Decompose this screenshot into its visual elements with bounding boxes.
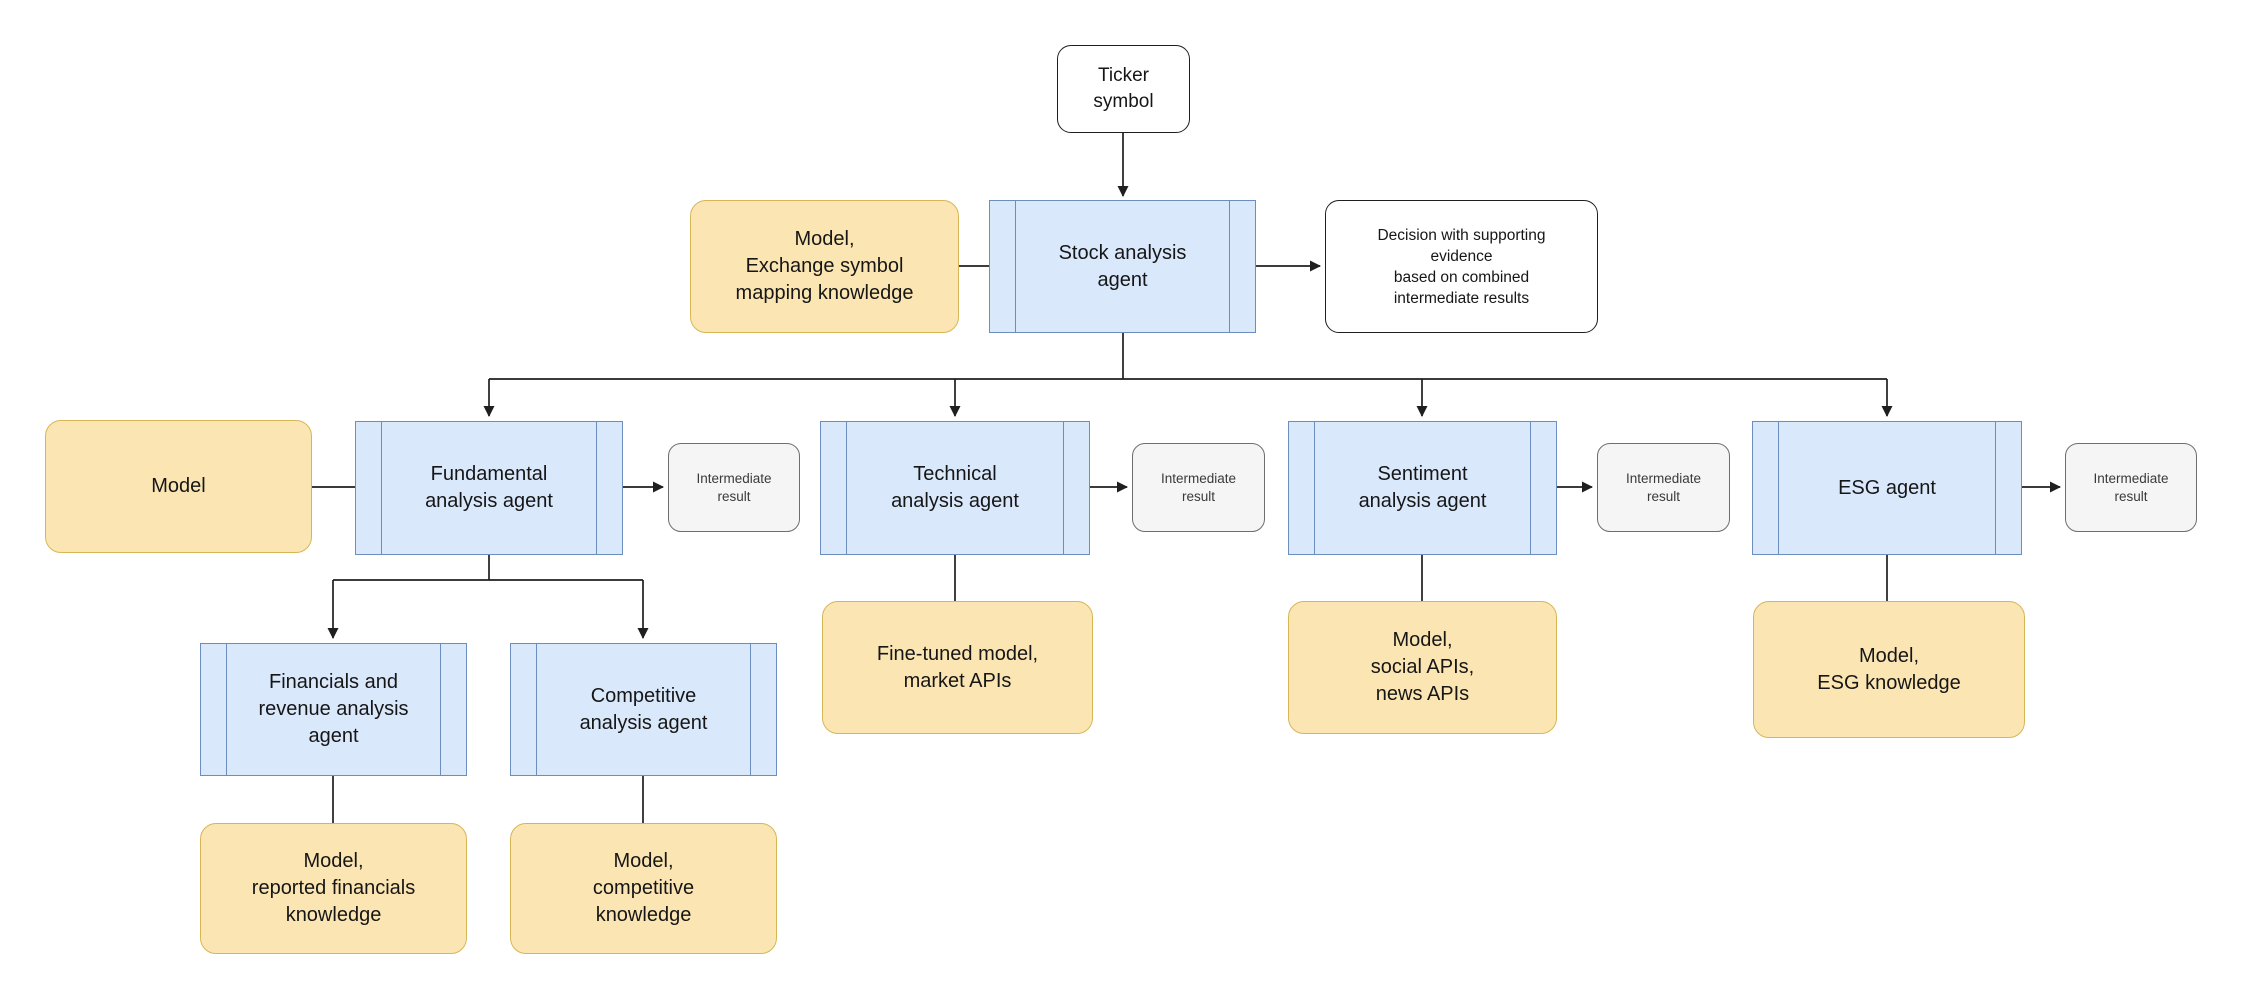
- component-bar-right: [1530, 422, 1531, 554]
- node-technical-analysis-agent: Technical analysis agent: [820, 421, 1090, 555]
- node-technical-knowledge: Fine-tuned model, market APIs: [822, 601, 1093, 734]
- node-stock-analysis-agent-label: Stock analysis agent: [1058, 241, 1187, 291]
- node-esg-agent: ESG agent: [1752, 421, 2022, 555]
- node-fundamental-analysis-agent-label: Fundamental analysis agent: [425, 463, 553, 512]
- component-bar-left: [536, 644, 537, 775]
- node-esg-intermediate-result: Intermediate result: [2065, 443, 2197, 532]
- node-financials-knowledge: Model, reported financials knowledge: [200, 823, 467, 954]
- component-bar-left: [1778, 422, 1779, 554]
- component-bar-right: [1229, 201, 1230, 332]
- node-decision-output: Decision with supporting evidence based …: [1325, 200, 1598, 333]
- node-stock-analysis-agent: Stock analysis agent: [989, 200, 1256, 333]
- node-fundamental-knowledge-label: Model: [151, 475, 206, 497]
- component-bar-right: [596, 422, 597, 554]
- component-bar-left: [1314, 422, 1315, 554]
- node-financials-knowledge-label: Model, reported financials knowledge: [251, 850, 416, 926]
- node-ticker-symbol-label: Ticker symbol: [1093, 65, 1154, 112]
- node-technical-analysis-agent-label: Technical analysis agent: [891, 463, 1019, 512]
- node-stock-knowledge: Model, Exchange symbol mapping knowledge: [690, 200, 959, 333]
- node-decision-output-label: Decision with supporting evidence based …: [1377, 226, 1546, 307]
- node-competitive-analysis-agent-label: Competitive analysis agent: [579, 684, 708, 734]
- node-fundamental-analysis-agent: Fundamental analysis agent: [355, 421, 623, 555]
- component-bar-right: [1063, 422, 1064, 554]
- node-esg-agent-label: ESG agent: [1838, 476, 1936, 499]
- node-sentiment-intermediate-result-label: Intermediate result: [1625, 470, 1702, 504]
- node-fundamental-intermediate-result-label: Intermediate result: [696, 470, 772, 504]
- node-financials-revenue-agent-label: Financials and revenue analysis agent: [258, 671, 409, 747]
- node-financials-revenue-agent: Financials and revenue analysis agent: [200, 643, 467, 776]
- component-bar-left: [846, 422, 847, 554]
- node-technical-knowledge-label: Fine-tuned model, market APIs: [876, 642, 1039, 692]
- component-bar-right: [440, 644, 441, 775]
- node-stock-knowledge-label: Model, Exchange symbol mapping knowledge: [735, 228, 914, 304]
- component-bar-left: [381, 422, 382, 554]
- node-esg-intermediate-result-label: Intermediate result: [2093, 470, 2169, 504]
- node-sentiment-knowledge-label: Model, social APIs, news APIs: [1370, 629, 1475, 705]
- component-bar-left: [1015, 201, 1016, 332]
- node-sentiment-intermediate-result: Intermediate result: [1597, 443, 1730, 532]
- node-esg-knowledge-label: Model, ESG knowledge: [1817, 644, 1961, 694]
- node-technical-intermediate-result-label: Intermediate result: [1160, 470, 1237, 504]
- node-esg-knowledge: Model, ESG knowledge: [1753, 601, 2025, 738]
- component-bar-right: [1995, 422, 1996, 554]
- component-bar-left: [226, 644, 227, 775]
- node-fundamental-knowledge: Model: [45, 420, 312, 553]
- component-bar-right: [750, 644, 751, 775]
- node-competitive-analysis-agent: Competitive analysis agent: [510, 643, 777, 776]
- node-sentiment-analysis-agent-label: Sentiment analysis agent: [1358, 463, 1487, 512]
- node-ticker-symbol: Ticker symbol: [1057, 45, 1190, 133]
- node-fundamental-intermediate-result: Intermediate result: [668, 443, 800, 532]
- node-technical-intermediate-result: Intermediate result: [1132, 443, 1265, 532]
- node-sentiment-analysis-agent: Sentiment analysis agent: [1288, 421, 1557, 555]
- node-competitive-knowledge: Model, competitive knowledge: [510, 823, 777, 954]
- node-competitive-knowledge-label: Model, competitive knowledge: [592, 850, 695, 926]
- node-sentiment-knowledge: Model, social APIs, news APIs: [1288, 601, 1557, 734]
